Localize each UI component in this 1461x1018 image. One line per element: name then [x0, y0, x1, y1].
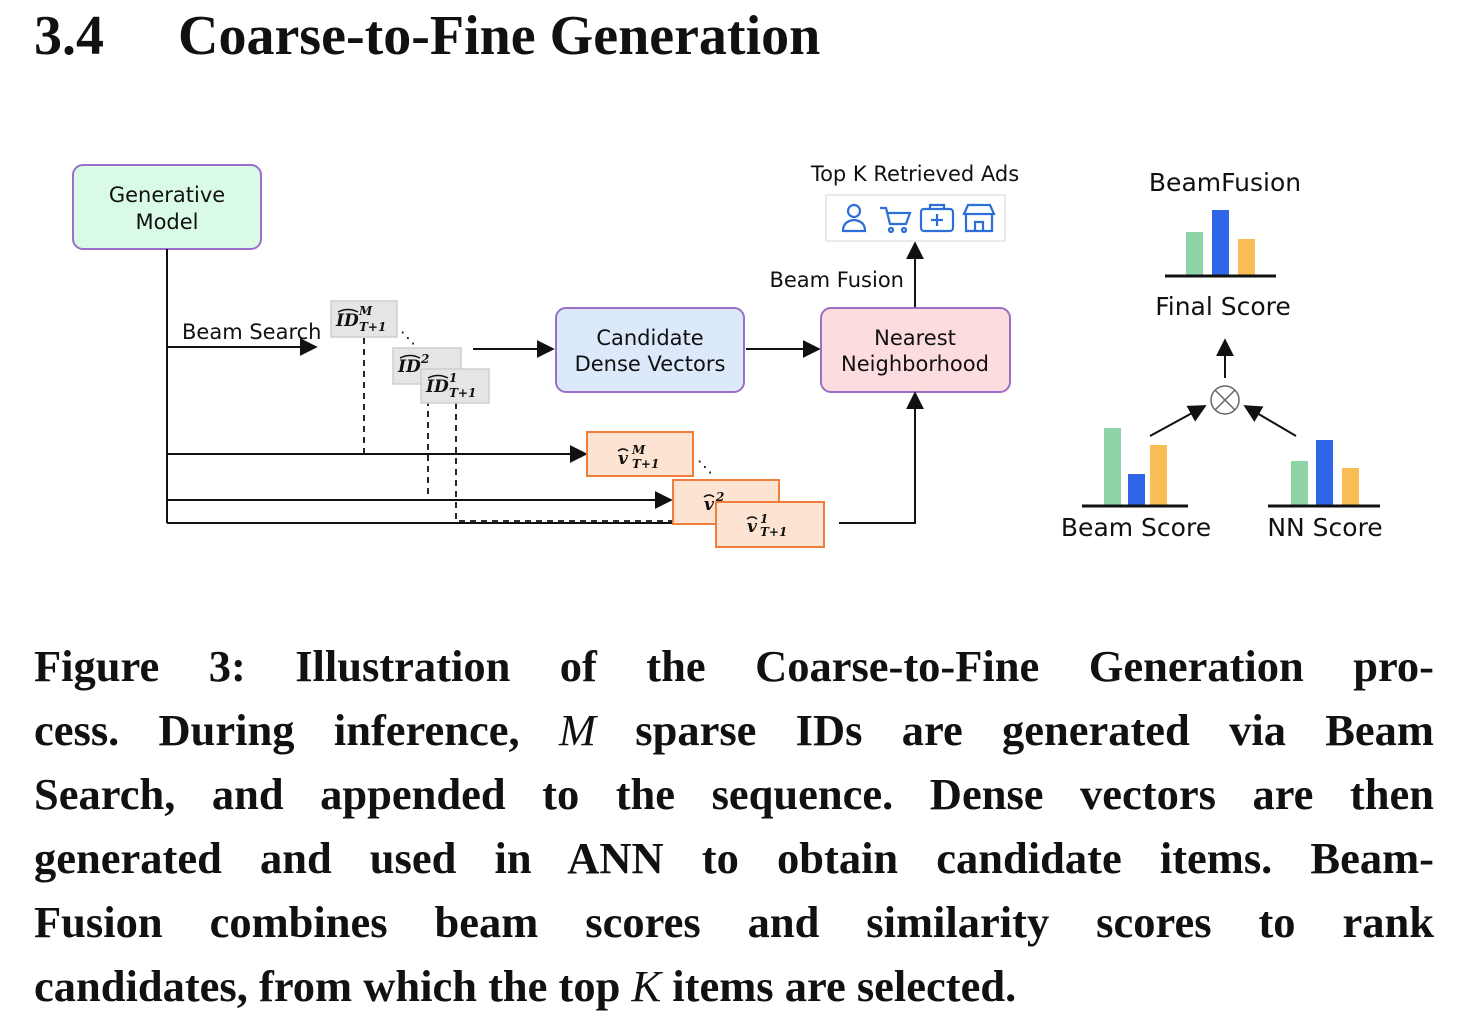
id-ellipsis: ⋱	[400, 328, 416, 347]
nearest-neighborhood-box: Nearest Neighborhood	[820, 307, 1011, 393]
dense-vector-token-1: v 1 T+1	[715, 501, 825, 548]
candidate-dense-vectors-box: Candidate Dense Vectors	[555, 307, 745, 393]
beam-fusion-label: Beam Fusion	[769, 268, 904, 292]
final-score-label: Final Score	[1155, 292, 1291, 321]
v-sub-1: T+1	[760, 525, 787, 539]
candidate-line1: Candidate	[596, 326, 703, 350]
nearest-line1: Nearest	[874, 326, 956, 350]
arrow-nn-to-otimes	[1243, 405, 1297, 437]
figure-3-diagram: Generative Model Beam Search ID M T+1 ⋱ …	[72, 162, 1383, 548]
candidate-line2: Dense Vectors	[575, 352, 726, 376]
beam-score-bars	[1082, 428, 1188, 508]
generative-model-box: Generative Model	[72, 164, 262, 250]
id-sup-2: 2	[420, 352, 429, 366]
section-heading: 3.4 Coarse-to-Fine Generation	[34, 4, 820, 68]
nn-score-label: NN Score	[1267, 513, 1382, 542]
generative-model-line2: Model	[135, 210, 198, 234]
beamfusion-title: BeamFusion	[1149, 168, 1301, 197]
section-title: Coarse-to-Fine Generation	[178, 5, 821, 67]
id-token-2: ID	[397, 357, 421, 377]
beam-score-label: Beam Score	[1061, 513, 1211, 542]
v-sup-2: 2	[715, 490, 724, 504]
id-sup-m: M	[358, 304, 373, 318]
v-ellipsis: ⋱	[697, 457, 713, 476]
id-sup-1: 1	[449, 371, 457, 385]
top-k-icons-panel	[825, 194, 1006, 242]
v-sub-m: T+1	[632, 457, 659, 471]
nn-score-bars	[1268, 440, 1380, 508]
caption-line-5: Fusion combines beam scores and similari…	[34, 897, 1434, 947]
user-icon	[841, 203, 867, 233]
model-branch-lines	[166, 249, 714, 524]
sparse-id-token-1: ID 1 T+1	[420, 368, 490, 404]
caption-line-4: generated and used in ANN to obtain cand…	[34, 833, 1434, 883]
nearest-line2: Neighborhood	[841, 352, 989, 376]
section-number: 3.4	[34, 5, 104, 67]
caption-line-1: Figure 3: Illustration of the Coarse-to-…	[34, 641, 1434, 691]
cart-icon	[880, 206, 912, 234]
id-token-m: ID	[335, 311, 359, 331]
id-token-1: ID	[425, 377, 449, 397]
caption-line-2: cess. During inference, M sparse IDs are…	[34, 705, 1434, 755]
v-token-m: v	[618, 449, 629, 469]
generative-model-line1: Generative	[109, 183, 225, 207]
caption-line-3: Search, and appended to the sequence. De…	[34, 769, 1434, 819]
id-sub-m: T+1	[359, 320, 386, 334]
otimes-icon	[1210, 385, 1240, 415]
id-sub-1: T+1	[449, 386, 476, 400]
beam-search-label: Beam Search	[182, 320, 321, 344]
dense-vector-token-m: v M T+1	[586, 431, 694, 477]
figure-caption: Figure 3: Illustration of the Coarse-to-…	[34, 634, 1434, 1018]
sparse-id-token-m: ID M T+1	[330, 300, 398, 338]
v-token-1: v	[747, 517, 758, 537]
dashed-connectors	[363, 338, 714, 522]
arrow-dense-to-nearest	[839, 391, 924, 524]
arrow-beam-to-otimes	[1149, 405, 1207, 437]
final-score-bars	[1165, 210, 1276, 278]
store-icon	[962, 203, 996, 233]
caption-line-6: candidates, from which the top K items a…	[34, 961, 1017, 1011]
top-k-label: Top K Retrieved Ads	[810, 162, 1019, 186]
v-token-2: v	[704, 495, 715, 515]
v-sup-1: 1	[760, 512, 768, 526]
v-sup-m: M	[631, 443, 646, 457]
medkit-icon	[919, 203, 955, 233]
